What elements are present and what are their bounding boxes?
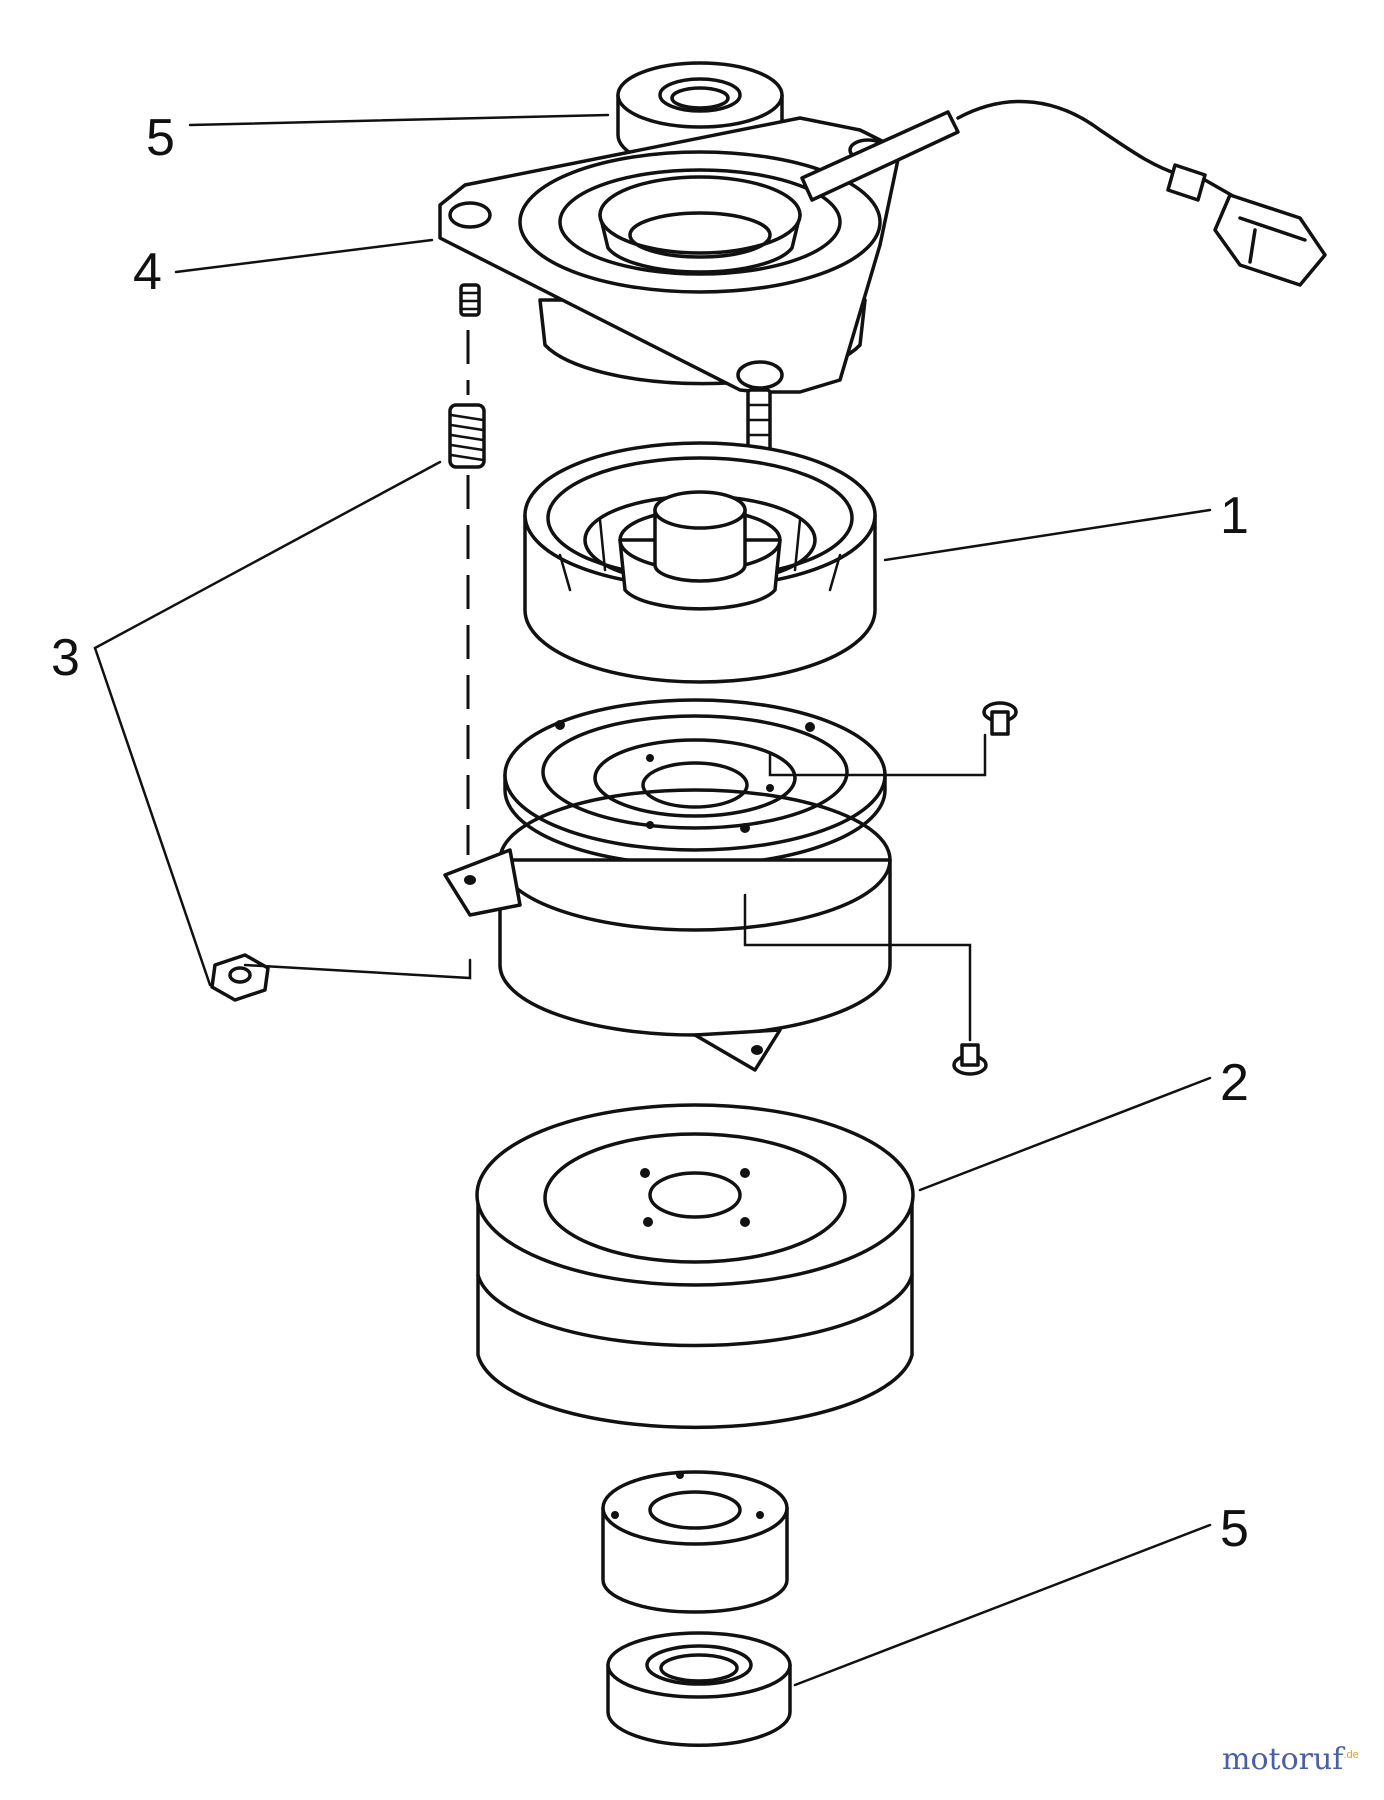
hardware-spring [448,403,486,469]
armature-plate [503,698,887,867]
brake-bracket [443,788,892,1072]
callout-3: 3 [51,629,80,687]
leader-line [768,733,987,777]
hardware-fasteners [210,701,1018,1076]
leader-line-3-upper [93,460,442,650]
callout-5-top: 5 [146,109,175,167]
leader-line-2 [918,1076,1212,1192]
callout-4: 4 [133,243,162,301]
rotor [523,441,877,684]
leader-line [743,893,972,1042]
callout-1: 1 [1220,487,1249,545]
leader-line-3-lower [93,646,212,987]
callout-2: 2 [1220,1054,1249,1112]
bottom-hub [601,1470,789,1614]
watermark-logo: motoruf.de [1222,1742,1359,1777]
watermark-text: motoruf [1222,1742,1344,1777]
pulley [475,1103,915,1430]
leader-line [243,958,472,980]
leader-line-4 [174,238,434,274]
leader-line-1 [883,508,1212,562]
leader-line-5-bottom [793,1523,1212,1687]
watermark-suffix: .de [1343,1749,1359,1761]
field-assembly [438,99,1327,474]
bottom-bearing [606,1631,792,1748]
leader-line-5-top [188,113,610,127]
callout-5-bottom: 5 [1220,1500,1249,1558]
